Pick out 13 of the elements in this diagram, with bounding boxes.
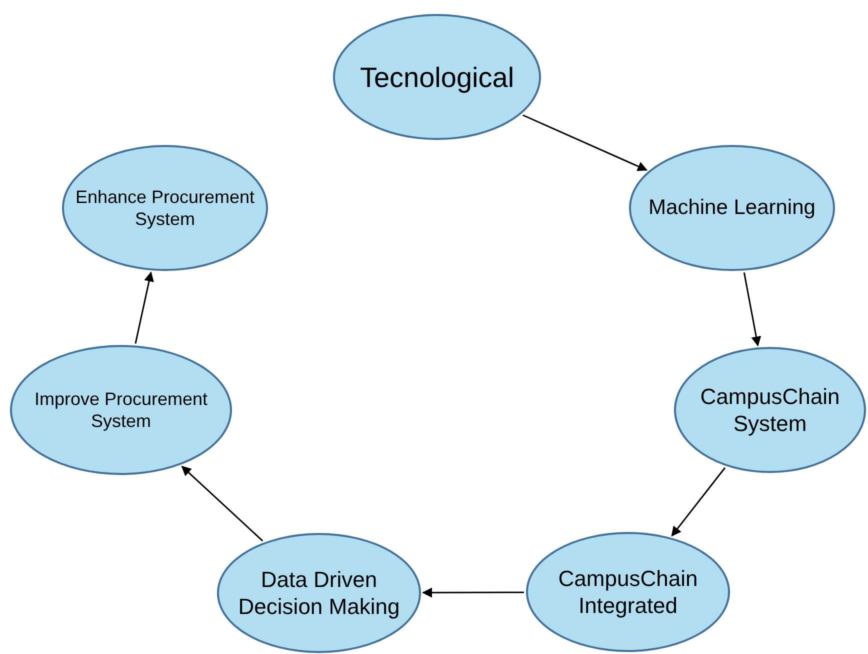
arrow — [743, 272, 762, 346]
node-label: Data Driven Decision Making — [237, 566, 401, 620]
arrow — [134, 271, 154, 344]
arrow — [181, 466, 264, 542]
node-label: Improve Procurement System — [33, 388, 209, 432]
arrow — [671, 467, 726, 537]
node-label: CampusChain System — [699, 382, 841, 438]
node-label: Tecnological — [358, 60, 516, 94]
arrow — [422, 588, 524, 598]
node-label: CampusChain Integrated — [557, 564, 699, 620]
node-label: Machine Learning — [648, 194, 816, 221]
arrow — [522, 114, 648, 172]
node-label: Enhance Procurement System — [74, 186, 256, 230]
